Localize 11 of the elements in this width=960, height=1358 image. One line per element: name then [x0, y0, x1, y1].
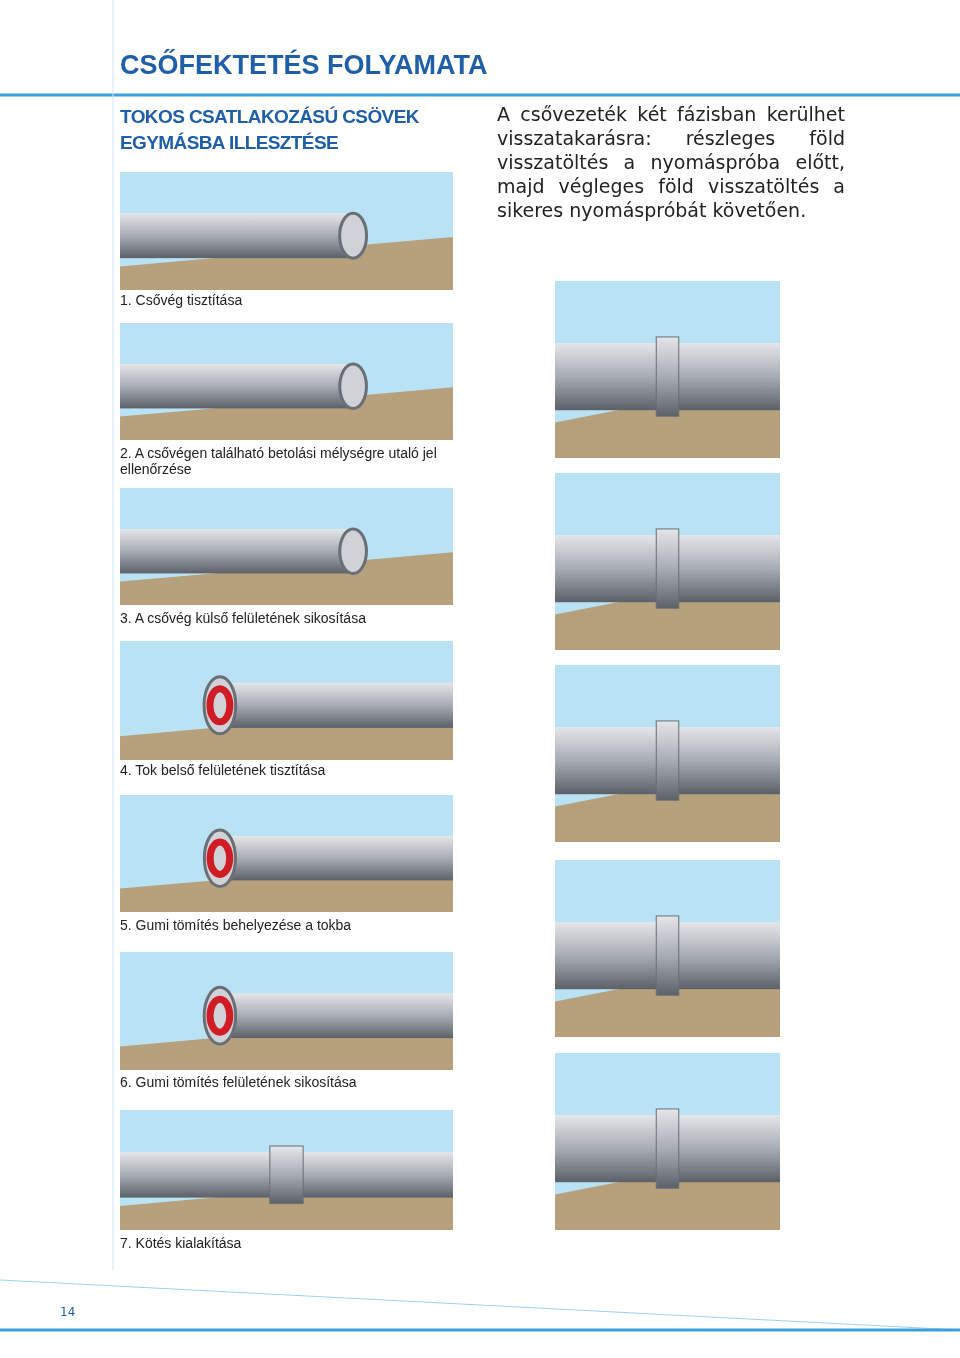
step-caption: 5. Gumi tömítés behelyezése a tokba — [120, 917, 353, 933]
step-caption: 7. Kötés kialakítása — [120, 1235, 243, 1251]
step-caption: 4. Tok belső felületének tisztítása — [120, 762, 327, 778]
step-caption: 1. Csővég tisztítása — [120, 292, 244, 308]
body-paragraph: A csővezeték két fázisban kerülhet visszatakarásra: részleges föld visszatöltés a nyomáspróba előtt, majd végleges föld visszatöltés a sikeres nyomáspróbát követően. — [497, 102, 845, 222]
step-caption: 6. Gumi tömítés felületének sikosítása — [120, 1074, 358, 1090]
section-heading: TOKOS CSATLAKOZÁSÚ CSÖVEK EGYMÁSBA ILLESZTÉSE — [120, 105, 420, 155]
step-caption: 2. A csővégen található betolási mélységre utaló jel ellenőrzése — [120, 445, 438, 477]
page-title: CSŐFEKTETÉS FOLYAMATA — [120, 50, 488, 81]
step-caption: 3. A csővég külső felületének sikosítása — [120, 610, 367, 626]
page-number: 14 — [60, 1305, 76, 1319]
